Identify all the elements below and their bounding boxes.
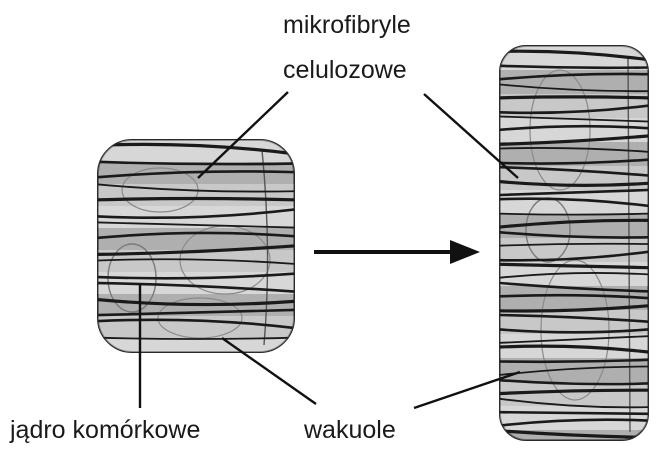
label-vacuoles: wakuole bbox=[304, 418, 396, 443]
large-cell-microfibril bbox=[494, 97, 654, 98]
large-cell-band bbox=[500, 406, 648, 430]
arrow-head bbox=[450, 240, 480, 264]
small-cell bbox=[92, 140, 300, 360]
growth-arrow bbox=[314, 240, 480, 264]
label-nucleus: jądro komórkowe bbox=[10, 418, 200, 443]
small-cell-interior bbox=[92, 140, 300, 360]
large-cell-interior bbox=[494, 46, 654, 448]
large-cell bbox=[494, 46, 654, 448]
large-cell-microfibril bbox=[494, 412, 654, 414]
small-cell-microfibril bbox=[92, 199, 300, 201]
large-cell-bands bbox=[500, 46, 648, 448]
label-microfibrils-line2: celulozowe bbox=[283, 58, 407, 83]
label-microfibrils-line1: mikrofibryle bbox=[283, 13, 411, 38]
